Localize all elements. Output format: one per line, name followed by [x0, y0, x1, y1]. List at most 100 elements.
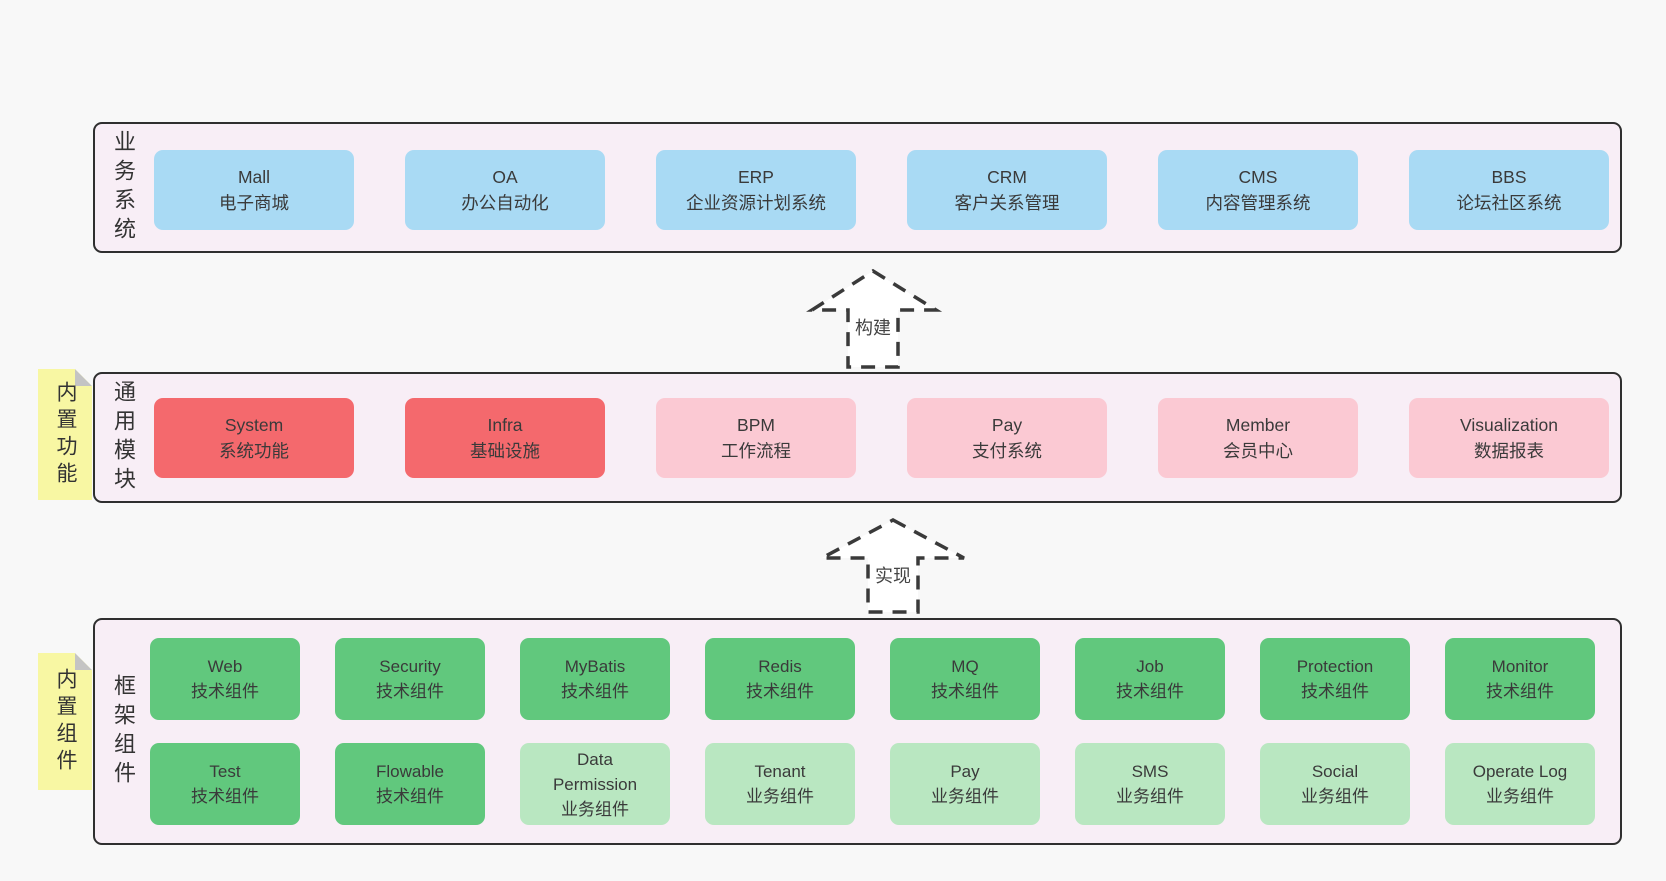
box-mall-title: Mall [237, 167, 271, 187]
box-oa: OA 办公自动化 [405, 150, 605, 230]
box-pay-subtitle: 支付系统 [972, 441, 1042, 461]
sticky-built-in-features: 内置功能 [38, 369, 92, 500]
box-mall-subtitle: 电子商城 [219, 193, 289, 213]
implement-arrow-label: 实现 [875, 566, 911, 586]
box-cms: CMS 内容管理系统 [1158, 150, 1358, 230]
framework-components-row-1: Web 技术组件 Security 技术组件 MyBatis 技术组件 Redi… [150, 638, 1595, 720]
box-visualization: Visualization 数据报表 [1409, 398, 1609, 478]
box-tenant: Tenant 业务组件 [705, 743, 855, 825]
box-web: Web 技术组件 [150, 638, 300, 720]
box-crm-title: CRM [987, 167, 1027, 187]
box-social: Social 业务组件 [1260, 743, 1410, 825]
box-monitor-title: Monitor [1491, 657, 1549, 676]
box-flowable-title: Flowable [375, 762, 445, 781]
box-monitor-subtitle: 技术组件 [1486, 682, 1554, 701]
box-flowable: Flowable 技术组件 [335, 743, 485, 825]
sticky-built-in-components: 内置组件 [38, 653, 92, 790]
box-data-permission-title: Data Permission [552, 749, 638, 794]
common-modules-row: System 系统功能 Infra 基础设施 BPM 工作流程 Pay 支付系统… [154, 398, 1609, 478]
box-security-title: Security [379, 657, 441, 676]
box-member: Member 会员中心 [1158, 398, 1358, 478]
box-oa-subtitle: 办公自动化 [461, 193, 549, 213]
framework-components-row-2: Test 技术组件 Flowable 技术组件 Data Permission … [150, 743, 1595, 825]
implement-arrow-shape [821, 518, 965, 614]
box-redis-title: Redis [758, 657, 802, 676]
box-data-permission: Data Permission 业务组件 [520, 743, 670, 825]
sticky-built-in-features-label: 内置功能 [54, 380, 77, 489]
box-infra: Infra 基础设施 [405, 398, 605, 478]
box-infra-subtitle: 基础设施 [470, 441, 540, 461]
box-pay-component-subtitle: 业务组件 [931, 787, 999, 806]
box-sms-title: SMS [1131, 762, 1169, 781]
box-infra-title: Infra [487, 415, 523, 435]
band-label-framework-components: 框架组件 [111, 673, 136, 790]
band-label-common-modules: 通用模块 [111, 379, 136, 496]
box-mybatis-subtitle: 技术组件 [561, 682, 629, 701]
box-redis: Redis 技术组件 [705, 638, 855, 720]
box-mall: Mall 电子商城 [154, 150, 354, 230]
box-member-subtitle: 会员中心 [1223, 441, 1293, 461]
box-protection-subtitle: 技术组件 [1301, 682, 1369, 701]
box-job-title: Job [1136, 657, 1164, 676]
box-visualization-subtitle: 数据报表 [1474, 441, 1544, 461]
box-erp-subtitle: 企业资源计划系统 [686, 193, 826, 213]
box-job: Job 技术组件 [1075, 638, 1225, 720]
box-bpm-title: BPM [737, 415, 775, 435]
box-web-subtitle: 技术组件 [191, 682, 259, 701]
box-test: Test 技术组件 [150, 743, 300, 825]
box-erp-title: ERP [738, 167, 774, 187]
box-flowable-subtitle: 技术组件 [376, 787, 444, 806]
box-tenant-title: Tenant [754, 762, 806, 781]
band-framework-components: 框架组件 Web 技术组件 Security 技术组件 MyBatis 技术组件… [93, 618, 1622, 845]
box-erp: ERP 企业资源计划系统 [656, 150, 856, 230]
box-test-title: Test [209, 762, 241, 781]
box-job-subtitle: 技术组件 [1116, 682, 1184, 701]
box-pay-component-title: Pay [950, 762, 980, 781]
box-pay-component: Pay 业务组件 [890, 743, 1040, 825]
box-protection-title: Protection [1296, 657, 1374, 676]
band-label-business-systems: 业务系统 [111, 129, 136, 246]
box-test-subtitle: 技术组件 [191, 787, 259, 806]
box-system-title: System [224, 415, 284, 435]
box-crm: CRM 客户关系管理 [907, 150, 1107, 230]
box-monitor: Monitor 技术组件 [1445, 638, 1595, 720]
build-arrow-shape [806, 268, 943, 369]
box-tenant-subtitle: 业务组件 [746, 787, 814, 806]
box-data-permission-subtitle: 业务组件 [561, 799, 629, 819]
box-sms: SMS 业务组件 [1075, 743, 1225, 825]
box-mq-title: MQ [951, 657, 979, 676]
box-bpm-subtitle: 工作流程 [721, 441, 791, 461]
box-operate-log-subtitle: 业务组件 [1486, 787, 1554, 806]
sticky-built-in-components-label: 内置组件 [54, 667, 77, 776]
band-business-systems: 业务系统 Mall 电子商城 OA 办公自动化 ERP 企业资源计划系统 CRM… [93, 122, 1622, 253]
implement-arrow: 实现 [821, 518, 965, 614]
box-operate-log-title: Operate Log [1472, 762, 1568, 781]
box-bbs-title: BBS [1491, 167, 1527, 187]
box-operate-log: Operate Log 业务组件 [1445, 743, 1595, 825]
box-web-title: Web [207, 657, 243, 676]
box-bbs: BBS 论坛社区系统 [1409, 150, 1609, 230]
box-mq: MQ 技术组件 [890, 638, 1040, 720]
box-bbs-subtitle: 论坛社区系统 [1456, 193, 1562, 213]
box-pay: Pay 支付系统 [907, 398, 1107, 478]
box-security-subtitle: 技术组件 [376, 682, 444, 701]
box-redis-subtitle: 技术组件 [746, 682, 814, 701]
build-arrow: 构建 [806, 268, 943, 369]
box-cms-subtitle: 内容管理系统 [1205, 193, 1311, 213]
box-system-subtitle: 系统功能 [219, 441, 289, 461]
band-common-modules: 通用模块 System 系统功能 Infra 基础设施 BPM 工作流程 Pay… [93, 372, 1622, 503]
box-member-title: Member [1225, 415, 1291, 435]
box-pay-title: Pay [991, 415, 1023, 435]
box-mq-subtitle: 技术组件 [931, 682, 999, 701]
box-crm-subtitle: 客户关系管理 [954, 193, 1060, 213]
box-mybatis-title: MyBatis [564, 657, 626, 676]
box-social-title: Social [1311, 762, 1359, 781]
box-visualization-title: Visualization [1460, 415, 1558, 435]
box-mybatis: MyBatis 技术组件 [520, 638, 670, 720]
box-security: Security 技术组件 [335, 638, 485, 720]
business-systems-row: Mall 电子商城 OA 办公自动化 ERP 企业资源计划系统 CRM 客户关系… [154, 150, 1609, 230]
box-cms-title: CMS [1238, 167, 1278, 187]
box-oa-title: OA [492, 167, 518, 187]
box-system: System 系统功能 [154, 398, 354, 478]
